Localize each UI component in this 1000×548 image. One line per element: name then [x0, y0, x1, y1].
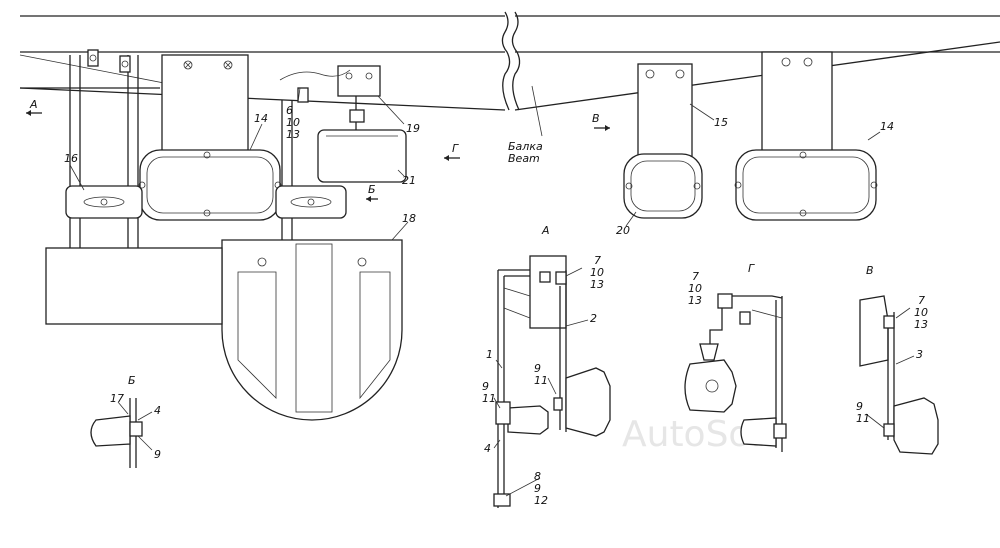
leader-lines-right	[531, 85, 881, 227]
label-a-9: 9	[534, 362, 541, 375]
label-section-v: В	[866, 264, 874, 277]
label-beam: Балка	[508, 140, 543, 153]
label-a-9c: 9	[534, 482, 541, 495]
label-g-10: 10	[688, 282, 702, 295]
label-v-7: 7	[918, 294, 925, 307]
label-beam-en: Beam	[508, 152, 540, 165]
label-14-right: 14	[880, 120, 894, 133]
label-a-13: 13	[590, 278, 604, 291]
label-v-11: 11	[856, 412, 870, 425]
rear-lamp-14-right	[734, 149, 878, 221]
label-a-11b: 11	[482, 392, 496, 405]
view-arrows	[26, 110, 610, 202]
label-13: 13	[286, 128, 300, 141]
beam-break-line-2	[511, 11, 521, 111]
label-21: 21	[402, 174, 416, 187]
label-a-2: 2	[590, 312, 597, 325]
plate-lamp-16-right	[275, 185, 347, 219]
screw-heads-15	[645, 69, 685, 79]
bracket-19	[337, 65, 381, 130]
label-b-4: 4	[154, 404, 161, 417]
section-view-a	[493, 255, 611, 508]
wire	[279, 69, 351, 81]
screw-heads	[183, 60, 233, 70]
label-a-7: 7	[594, 254, 601, 267]
rear-lamp-14-left	[138, 149, 282, 221]
label-b-17: 17	[110, 392, 124, 405]
section-view-b	[90, 398, 153, 468]
callout-labels: А Г Б В Балка Beam 16 14 6 10 13 19 21 1…	[29, 98, 928, 507]
label-b-9: 9	[154, 448, 161, 461]
bracket-right	[761, 51, 833, 153]
leader-lines-a	[493, 267, 589, 497]
label-a-12: 12	[534, 494, 548, 507]
leader-lines-left	[69, 87, 409, 241]
label-g-13: 13	[688, 294, 702, 307]
beam-break-line	[501, 11, 511, 111]
side-lamp-21	[317, 129, 407, 183]
beam-right	[514, 15, 1000, 111]
label-view-v: В	[592, 112, 600, 125]
label-10: 10	[286, 116, 300, 129]
label-section-a: А	[541, 224, 550, 237]
label-v-3: 3	[916, 348, 923, 361]
bracket-plate-left	[161, 54, 249, 156]
label-section-g: Г	[748, 262, 755, 275]
label-16: 16	[64, 152, 78, 165]
label-19: 19	[406, 122, 420, 135]
beam-clamps	[87, 49, 131, 73]
label-14-left: 14	[254, 112, 268, 125]
label-g-7: 7	[692, 270, 699, 283]
label-section-b: Б	[128, 374, 136, 387]
label-view-b: Б	[368, 183, 376, 196]
label-view-a: А	[29, 98, 38, 111]
label-a-8: 8	[534, 470, 541, 483]
label-a-9b: 9	[482, 380, 489, 393]
label-18: 18	[402, 212, 416, 225]
label-v-10: 10	[914, 306, 928, 319]
mud-flap-18	[221, 239, 403, 421]
beam-left	[19, 15, 506, 111]
rear-lamp-20	[623, 153, 703, 219]
label-6: 6	[286, 104, 293, 117]
label-20: 20	[616, 224, 630, 237]
bracket-15	[637, 63, 693, 159]
clamp-6	[297, 87, 309, 103]
label-a-11: 11	[534, 374, 548, 387]
label-a-10: 10	[590, 266, 604, 279]
label-v-13: 13	[914, 318, 928, 331]
plate-lamp-16-left	[65, 185, 143, 219]
screw-heads-right	[781, 57, 813, 67]
label-a-1: 1	[486, 348, 493, 361]
bumper-body	[45, 247, 223, 325]
label-view-g: Г	[452, 142, 459, 155]
section-view-g	[684, 293, 787, 452]
label-v-9: 9	[856, 400, 863, 413]
section-view-v	[859, 295, 939, 455]
label-a-4: 4	[484, 442, 491, 455]
label-15: 15	[714, 116, 728, 129]
